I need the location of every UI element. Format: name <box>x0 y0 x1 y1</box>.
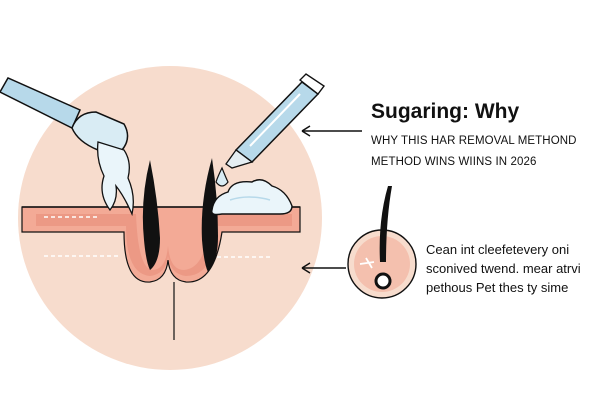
hair-left <box>142 160 160 270</box>
hair-strands <box>142 158 218 272</box>
detail-text-line-1: Cean int cleefetevery oni <box>426 242 570 257</box>
dropper-applicator-icon <box>215 73 326 187</box>
detail-text-line-3: pethous Pet thes ty sime <box>426 280 569 295</box>
subtitle-line-1: WHY THIS HAR REMOVAL METHOND <box>371 135 577 147</box>
hair-follicle-icon <box>347 186 417 299</box>
detail-text-line-2: sconived twend. mear atrvi <box>426 261 581 276</box>
page-title: Sugaring: Why <box>371 100 520 123</box>
subtitle-line-2: METHOD WINS WIINS IN 2026 <box>371 156 537 168</box>
hair-right <box>201 158 218 272</box>
arrow-to-detail <box>301 262 346 274</box>
spatula-icon <box>0 77 134 217</box>
sugar-paste-drip <box>96 141 134 217</box>
paste-drop <box>215 166 229 187</box>
arrow-to-title <box>301 125 362 137</box>
